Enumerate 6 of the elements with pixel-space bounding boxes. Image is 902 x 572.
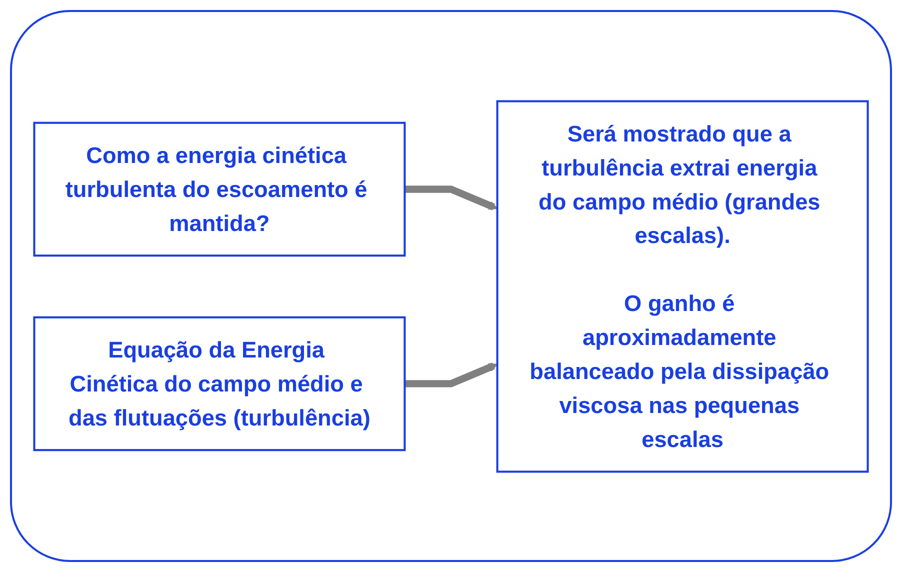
node-box bbox=[496, 100, 869, 472]
node-box bbox=[33, 316, 406, 451]
arrow bbox=[404, 185, 498, 210]
node-box bbox=[33, 121, 406, 256]
frame-background: Como a energia cinética turbulenta do escoamento é mantida? Equação da Energia Cinética do campo médio e das flutuações (turbulência) Será mostrado que a turbulência extrai energia do campo médio (grandes escalas). O ganho é aproximadamente balanceado pela dissipação viscosa nas pequenas escalas bbox=[10, 10, 892, 562]
arrow bbox=[404, 362, 498, 387]
